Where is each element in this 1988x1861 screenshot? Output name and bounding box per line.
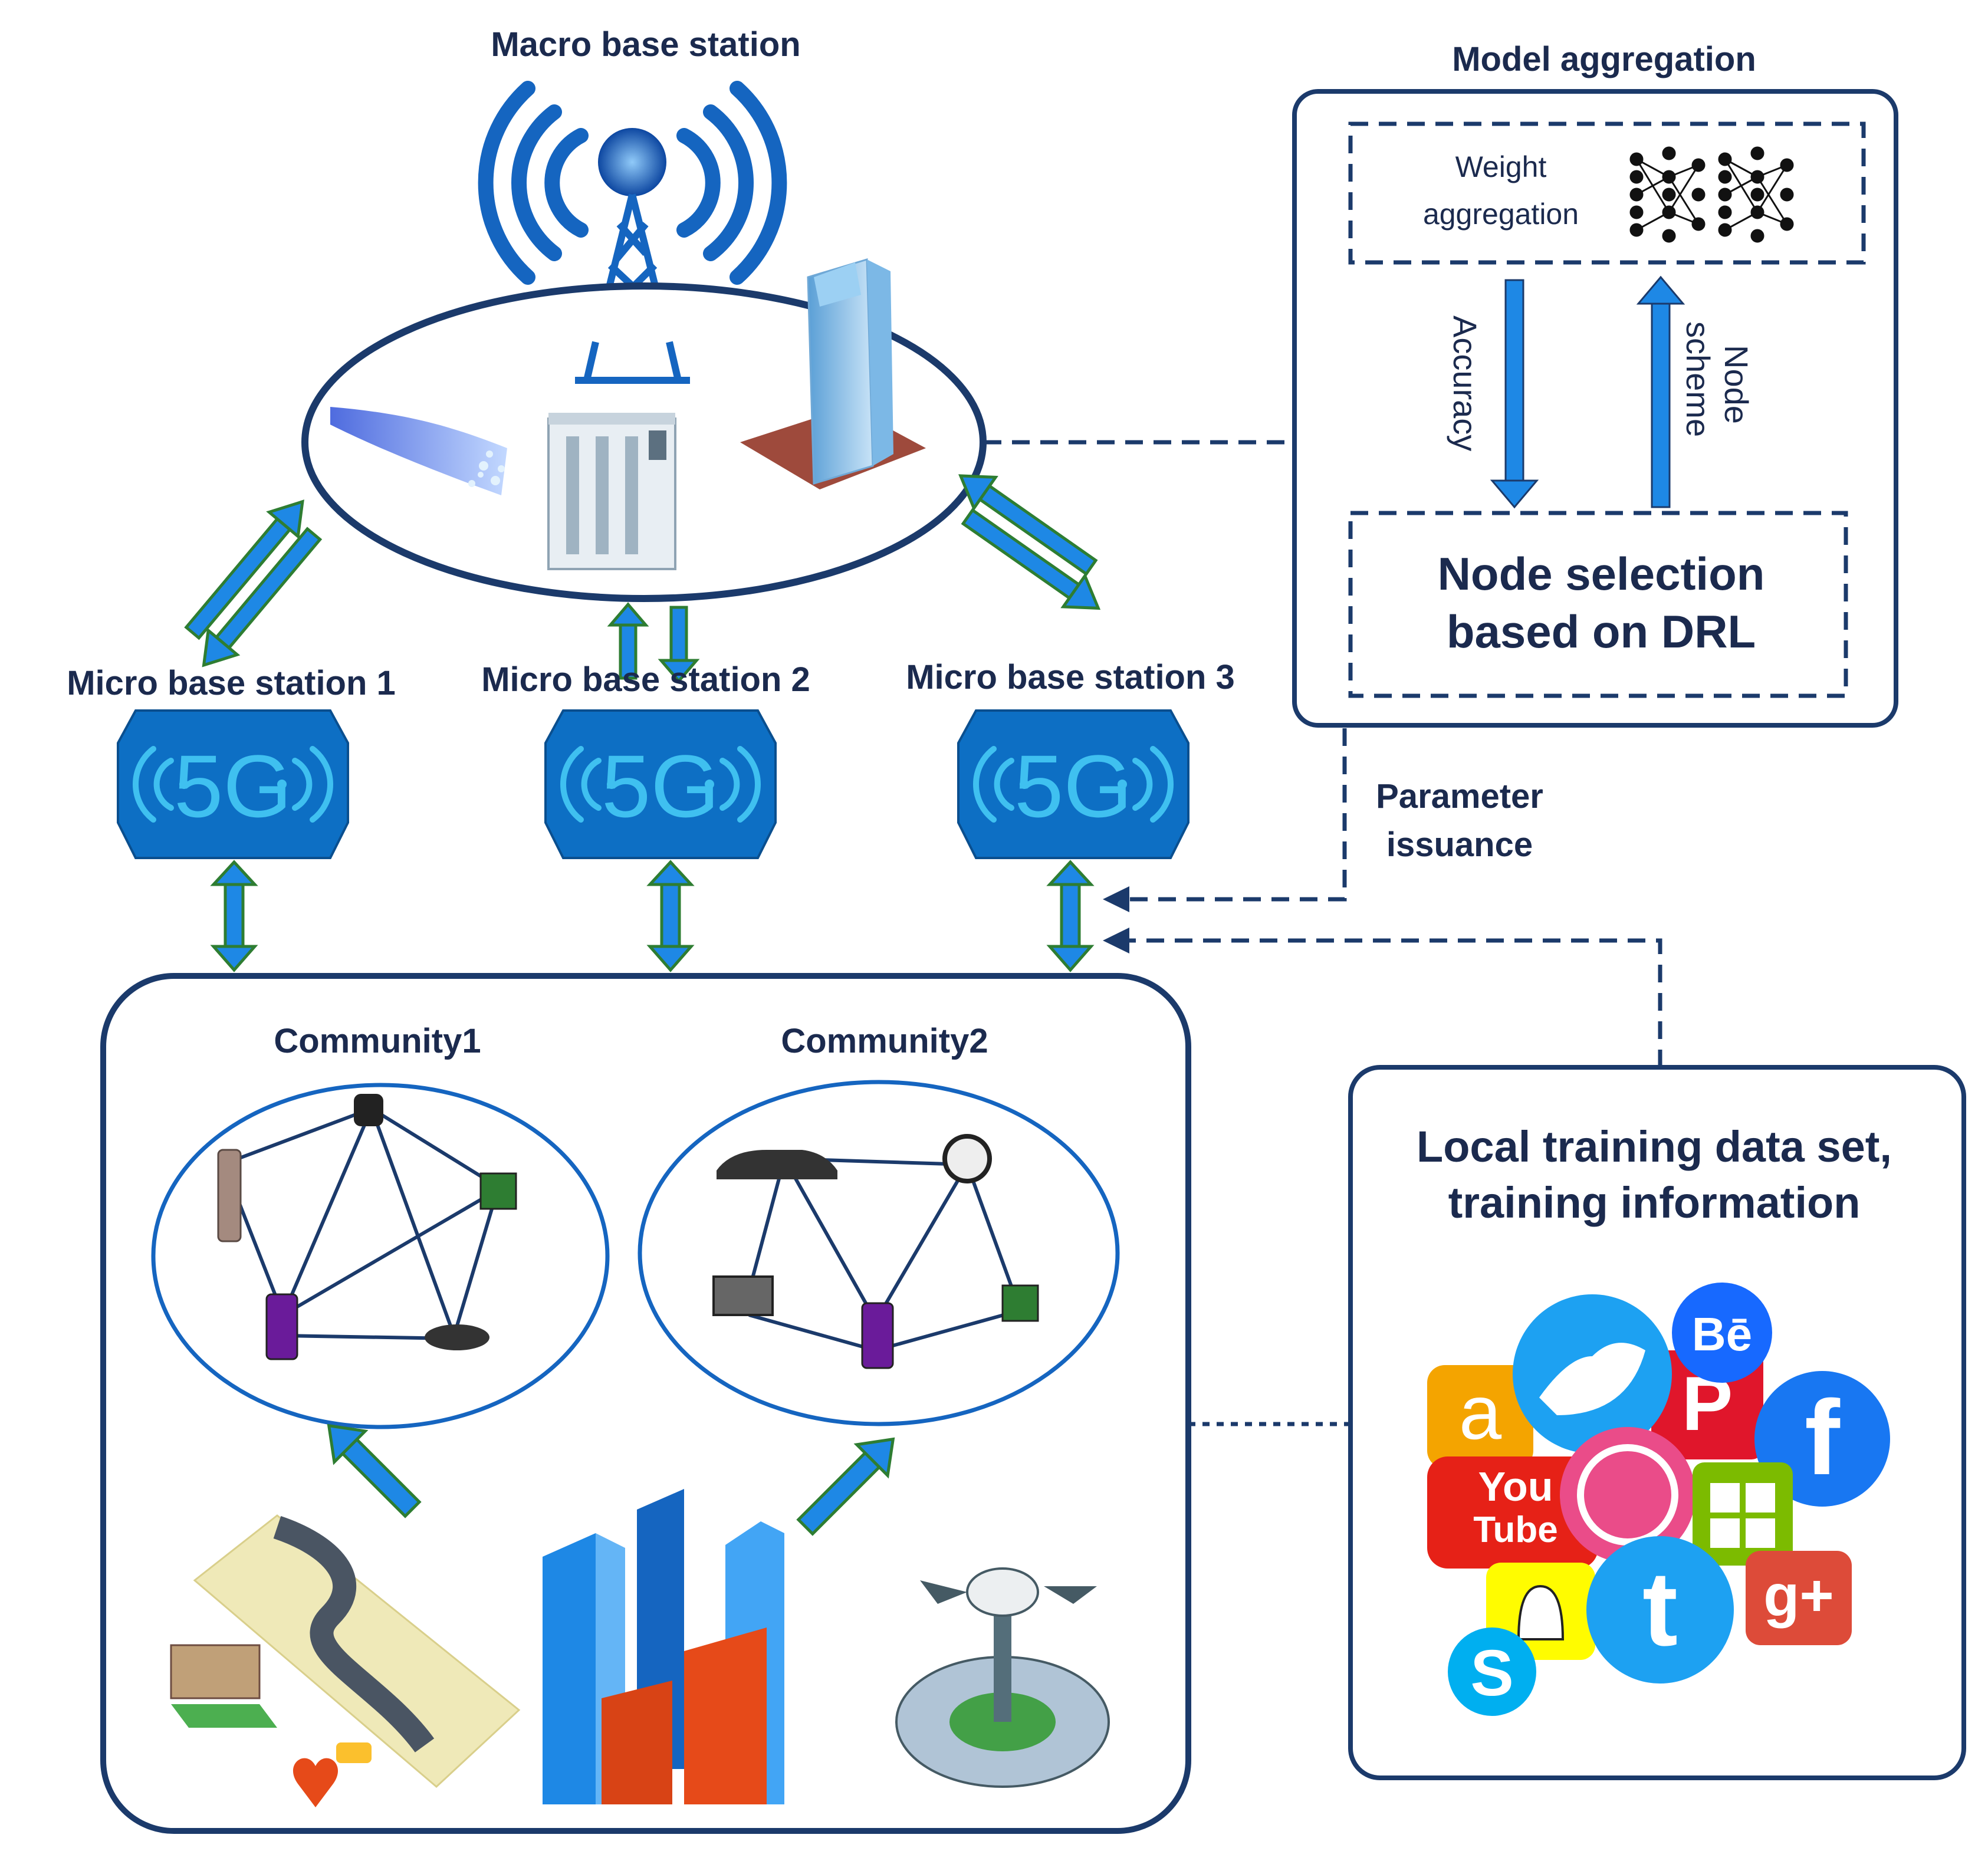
- optical-fiber-icon: [330, 407, 507, 495]
- windows-panes: [1710, 1483, 1775, 1548]
- community-2-input-arrow: [796, 1437, 895, 1536]
- server-rack-icon: [547, 413, 676, 570]
- neural-network-icon: [1629, 146, 1794, 243]
- behance-icon: [1672, 1283, 1772, 1383]
- airport-tower-icon: [895, 1567, 1110, 1788]
- badge-community-arrow-2: [646, 860, 695, 972]
- desktop-computer-icon-2: [1001, 1284, 1039, 1322]
- smart-speaker-icon: [217, 1149, 242, 1242]
- parameter-issuance-line1: Parameter: [1376, 777, 1543, 816]
- badge-community-arrow-3: [1046, 860, 1095, 972]
- local-data-line1: Local training data set,: [1417, 1122, 1892, 1171]
- google-plus-icon-text: g+: [1763, 1563, 1833, 1629]
- micro-station-2-badge: 5G: [544, 709, 777, 859]
- downtown-buildings-icon: [543, 1489, 784, 1804]
- badge-community-arrow-1: [210, 860, 258, 972]
- speaker-icon: [942, 1134, 992, 1183]
- accuracy-label: Accuracy: [1447, 315, 1484, 451]
- smartphone-icon: [265, 1293, 298, 1360]
- dribbble-ring: [1577, 1444, 1678, 1546]
- micro-station-1-label: Micro base station 1: [67, 664, 396, 702]
- micro-station-3-label: Micro base station 3: [906, 658, 1235, 696]
- micro-station-3-badge: 5G: [957, 709, 1189, 859]
- micro-station-1-badge: 5G: [117, 709, 349, 859]
- model-aggregation-box: [1292, 89, 1898, 728]
- micro-station-arrow-2: [607, 602, 700, 683]
- smartphone-icon-2: [861, 1302, 894, 1369]
- model-aggregation-title: Model aggregation: [1452, 40, 1756, 78]
- twitter-t-icon: [1586, 1536, 1734, 1684]
- community-1-ellipse: [151, 1083, 610, 1429]
- macro-station-title: Macro base station: [491, 25, 800, 64]
- youtube-you-text: You: [1478, 1464, 1553, 1510]
- node-selection-line1: Node selection: [1438, 548, 1765, 600]
- facebook-icon-text: f: [1805, 1379, 1841, 1497]
- micro-station-3-5g-text: 5G: [1014, 736, 1132, 836]
- laptop-icon: [712, 1275, 774, 1316]
- google-plus-icon: [1746, 1551, 1852, 1645]
- node-scheme-line1: Node: [1718, 345, 1755, 424]
- amazon-icon: [1427, 1365, 1533, 1468]
- skyscraper-icon: [740, 258, 926, 489]
- node-scheme-arrow: [1636, 275, 1685, 508]
- parameter-issuance-arrowhead: [1103, 886, 1129, 912]
- weight-aggregation-line1: Weight: [1455, 150, 1547, 183]
- local-data-connector: [1129, 938, 1662, 1067]
- city-map-icon: [170, 1514, 521, 1807]
- twitter-bird-shape: [1539, 1343, 1645, 1415]
- windows-icon: [1693, 1462, 1793, 1566]
- community-1-label: Community1: [274, 1022, 481, 1060]
- desktop-computer-icon: [479, 1172, 517, 1210]
- local-data-line2: training information: [1448, 1178, 1861, 1227]
- robot-vacuum-icon: [425, 1324, 489, 1350]
- amazon-icon-text: a: [1459, 1369, 1502, 1455]
- weight-aggregation-line2: aggregation: [1423, 198, 1579, 231]
- node-selection-line2: based on DRL: [1447, 606, 1756, 657]
- local-data-arrowhead: [1103, 928, 1129, 953]
- local-data-box: [1348, 1065, 1966, 1780]
- community-2-label: Community2: [781, 1022, 988, 1060]
- micro-station-2-label: Micro base station 2: [481, 660, 810, 699]
- youtube-tube-text: Tube: [1473, 1510, 1558, 1550]
- parameter-issuance-connector: [1129, 728, 1347, 902]
- micro-station-1-5g-text: 5G: [174, 736, 292, 836]
- community-1-devices: [217, 1094, 517, 1360]
- parameter-issuance-line2: issuance: [1386, 826, 1533, 864]
- micro-station-arrow-1: [184, 499, 323, 668]
- behance-icon-text: Bē: [1692, 1308, 1752, 1360]
- youtube-icon: [1427, 1456, 1598, 1569]
- car-icon: [717, 1150, 837, 1179]
- node-selection-box: [1348, 511, 1848, 698]
- tower-base: [575, 341, 690, 384]
- community-container: [100, 973, 1191, 1834]
- community-2-devices: [712, 1134, 1039, 1369]
- micro-station-arrow-3: [958, 474, 1101, 610]
- social-media-cluster: a You Tube P Bē f g+ t S: [1427, 1283, 1890, 1716]
- accuracy-arrow: [1490, 279, 1539, 509]
- twitter-t-icon-text: t: [1642, 1550, 1678, 1668]
- weight-aggregation-box: [1348, 121, 1866, 265]
- community-2-network: [747, 1157, 1016, 1352]
- skype-icon-text: S: [1470, 1637, 1513, 1709]
- micro-station-2-5g-text: 5G: [602, 736, 719, 836]
- skype-icon: [1448, 1627, 1536, 1716]
- community-1-input-arrow: [327, 1423, 422, 1518]
- node-scheme-line2: scheme: [1680, 321, 1717, 437]
- smartwatch-icon: [354, 1094, 383, 1126]
- snapchat-ghost: [1517, 1584, 1565, 1640]
- community-2-ellipse: [638, 1080, 1120, 1426]
